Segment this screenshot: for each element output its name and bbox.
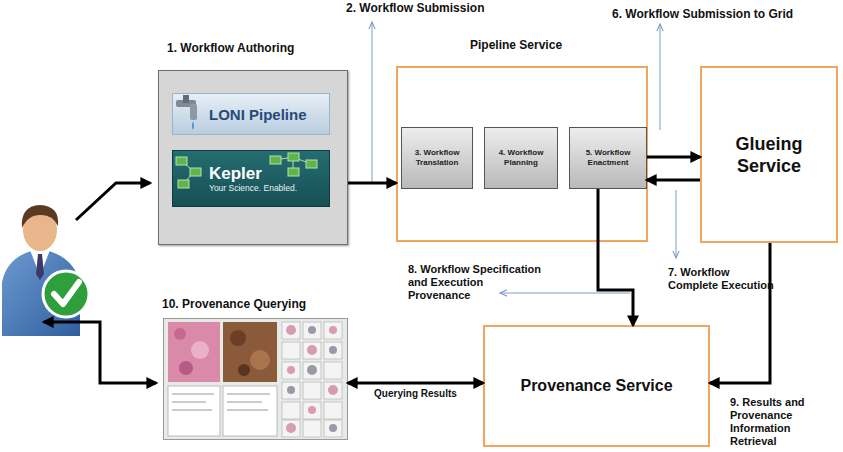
process-box: 3. Workflow Translation: [401, 127, 473, 189]
logo-box: LONI Pipeline: [172, 93, 330, 135]
logo-box: KeplerYour Science. Enabled.: [172, 150, 330, 207]
leader-arrow: [500, 293, 630, 294]
flow-arrow: [348, 182, 396, 185]
step-label: 8. Workflow Specification and Execution …: [408, 263, 548, 302]
user-link: [76, 183, 150, 220]
flow-arrow: [647, 179, 700, 182]
screenshot-illustration: [164, 319, 347, 439]
step-label: 2. Workflow Submission: [346, 2, 484, 15]
flow-arrow: [348, 382, 483, 385]
node-text: Glueing Service: [702, 133, 836, 177]
leader-arrow: [660, 24, 661, 130]
leader-arrow: [372, 22, 373, 182]
node-text: 4. Workflow Planning: [487, 148, 555, 168]
node-text: Kepler: [209, 164, 329, 183]
service-box: Glueing Service: [700, 66, 838, 243]
node-text: LONI Pipeline: [209, 106, 307, 123]
user-link: [44, 322, 156, 383]
node-text: Your Science. Enabled.: [209, 183, 329, 194]
step-label: 7. Workflow Complete Execution: [668, 266, 780, 292]
step-label: 9. Results and Provenance Information Re…: [730, 396, 830, 448]
node-text: 5. Workflow Enactment: [572, 148, 644, 168]
service-box: Provenance Service: [483, 325, 710, 447]
process-box: 5. Workflow Enactment: [569, 127, 647, 189]
authoring-box: 1. Workflow AuthoringLONI PipelineKepler…: [158, 70, 348, 245]
edge-label: Querying Results: [374, 388, 457, 399]
service-box: Pipeline Service3. Workflow Translation4…: [396, 66, 648, 242]
flow-arrow: [647, 156, 700, 159]
kepler-logo-icon: [176, 153, 317, 188]
node-heading: 10. Provenance Querying: [162, 297, 306, 311]
screenshot-box: 10. Provenance Querying: [163, 318, 348, 440]
leader-arrow: [676, 190, 677, 258]
node-heading: Pipeline Service: [470, 38, 562, 52]
process-box: 4. Workflow Planning: [484, 127, 558, 189]
node-text: Provenance Service: [520, 377, 672, 395]
loni-logo-icon: [176, 95, 197, 130]
flow-arrow: [598, 189, 633, 325]
node-heading: 1. Workflow Authoring: [167, 41, 294, 55]
user-figure: [2, 205, 89, 336]
node-text: 3. Workflow Translation: [404, 148, 470, 168]
flow-arrow: [710, 243, 770, 383]
step-label: 6. Workflow Submission to Grid: [612, 8, 793, 21]
